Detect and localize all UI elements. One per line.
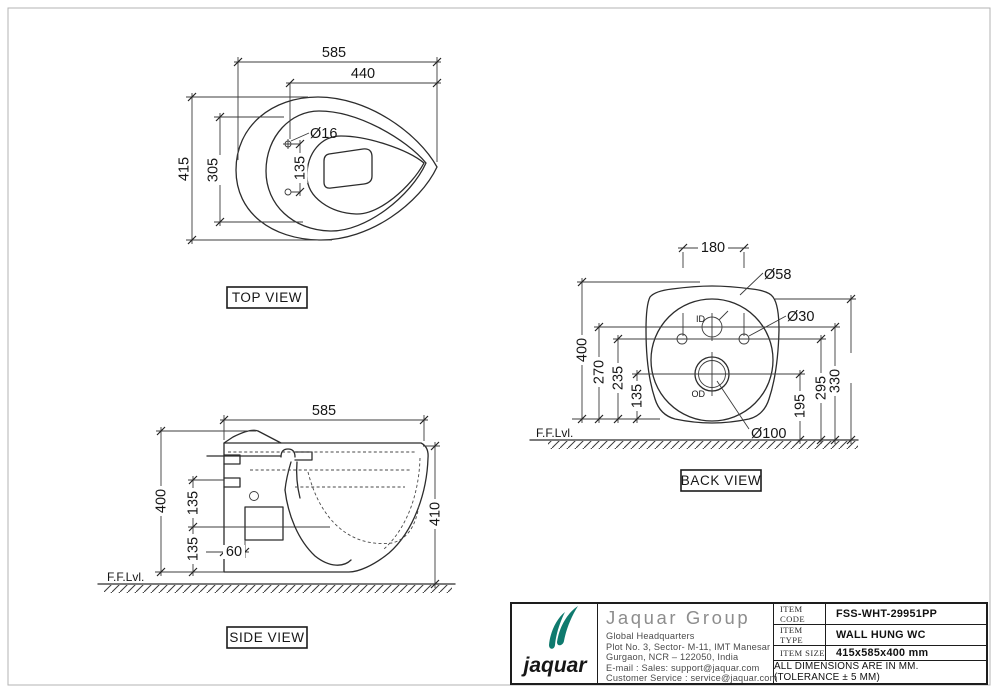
item-size-row: ITEM SIZE 415x585x400 mm (774, 646, 986, 661)
address-line: Customer Service : service@jaquar.com (606, 673, 778, 684)
dim-top-135: 135 (293, 156, 309, 180)
back-view: ID OD 180 Ø58 Ø30 Ø100 400 270 235 135 1… (529, 240, 859, 492)
dim-back-dia58: Ø58 (764, 267, 791, 283)
dim-side-410: 410 (428, 502, 444, 526)
jaquar-logo-icon: jaquar (520, 605, 588, 677)
side-view-dimensions: 585 400 135 135 60 410 (153, 403, 444, 589)
back-view-label-box (680, 469, 762, 492)
dim-back-195: 195 (793, 394, 809, 418)
tolerance-note: ALL DIMENSIONS ARE IN MM. (TOLERANCE ± 5… (774, 661, 919, 683)
top-view: 585 440 415 305 135 Ø16 TOP VIEW (176, 45, 442, 309)
address-line: Gurgaon, NCR – 122050, India (606, 652, 739, 663)
back-view-dimensions: 180 Ø58 Ø30 Ø100 400 270 235 135 195 295… (572, 240, 859, 445)
dim-top-305: 305 (206, 158, 222, 182)
dim-top-415: 415 (177, 157, 193, 181)
dim-back-dia100: Ø100 (751, 426, 786, 442)
brand-logo: jaquar (512, 604, 598, 683)
dim-top-dia16: Ø16 (310, 126, 337, 142)
item-code-row: ITEM CODE FSS-WHT-29951PP (774, 604, 986, 625)
side-view-label-box (226, 626, 308, 649)
address-line: E-mail : Sales: support@jaquar.com (606, 662, 760, 673)
item-code-label: ITEM CODE (774, 604, 826, 624)
dim-back-235: 235 (611, 366, 627, 390)
back-ffl-label: F.F.Lvl. (536, 426, 573, 440)
side-view-floor: F.F.Lvl. (97, 570, 456, 593)
side-view-label: SIDE VIEW (229, 630, 304, 645)
dim-side-400: 400 (154, 489, 170, 513)
back-view-floor: F.F.Lvl. (529, 426, 859, 449)
item-type-row: ITEM TYPE WALL HUNG WC (774, 625, 986, 646)
brand-logo-text: jaquar (520, 654, 588, 677)
item-type-value: WALL HUNG WC (836, 629, 926, 641)
dim-side-135-lower: 135 (186, 537, 202, 561)
dim-back-180: 180 (701, 240, 725, 256)
dim-back-295: 295 (814, 376, 830, 400)
dim-back-400: 400 (575, 338, 591, 362)
dim-back-330: 330 (828, 369, 844, 393)
item-size-label: ITEM SIZE (774, 646, 826, 660)
back-view-outline: ID OD (645, 285, 780, 424)
top-view-label: TOP VIEW (232, 290, 302, 305)
inlet-id-label: ID (696, 314, 706, 324)
item-size-value: 415x585x400 mm (836, 647, 929, 659)
top-view-label-box (226, 286, 308, 309)
item-fields: ITEM CODE FSS-WHT-29951PP ITEM TYPE WALL… (774, 604, 986, 683)
tolerance-row: ALL DIMENSIONS ARE IN MM. (TOLERANCE ± 5… (774, 661, 986, 683)
dim-side-135-upper: 135 (186, 491, 202, 515)
dim-top-440: 440 (351, 66, 375, 82)
address-line: Global Headquarters (606, 631, 695, 641)
top-view-dimensions: 585 440 415 305 135 Ø16 (176, 45, 442, 245)
page-border (7, 7, 991, 686)
item-code-value: FSS-WHT-29951PP (836, 608, 938, 620)
top-view-outline (235, 96, 438, 241)
address-line: Plot No. 3, Sector- M-11, IMT Manesar (606, 641, 771, 652)
dim-top-585: 585 (322, 45, 346, 61)
outlet-od-label: OD (692, 389, 706, 399)
title-block: jaquar Jaquar Group Global Headquarters … (510, 602, 988, 685)
dim-back-dia30: Ø30 (787, 309, 814, 325)
dim-back-270: 270 (592, 360, 608, 384)
company-info: Jaquar Group Global Headquarters Plot No… (598, 604, 778, 684)
side-view: 585 400 135 135 60 410 F.F.Lvl. SIDE VIE… (97, 403, 456, 649)
company-name: Jaquar Group (606, 607, 751, 628)
dim-back-135: 135 (630, 384, 646, 408)
side-ffl-label: F.F.Lvl. (107, 570, 144, 584)
dim-side-585: 585 (312, 403, 336, 419)
dim-side-60: 60 (226, 544, 242, 560)
back-view-label: BACK VIEW (681, 473, 761, 488)
item-type-label: ITEM TYPE (774, 625, 826, 645)
